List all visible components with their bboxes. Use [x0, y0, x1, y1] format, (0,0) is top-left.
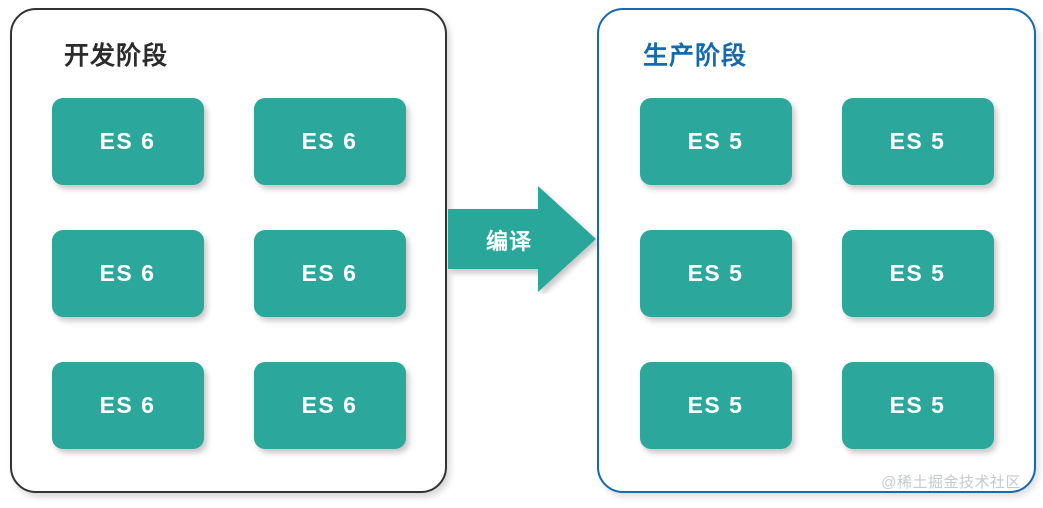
production-card-grid: ES 5 ES 5 ES 5 ES 5 ES 5 ES 5: [599, 98, 1034, 449]
production-phase-panel: 生产阶段 ES 5 ES 5 ES 5 ES 5 ES 5 ES 5: [597, 8, 1036, 493]
development-phase-panel: 开发阶段 ES 6 ES 6 ES 6 ES 6 ES 6 ES 6: [10, 8, 447, 493]
watermark: @稀土掘金技术社区: [881, 474, 1021, 491]
es6-card: ES 6: [51, 362, 204, 449]
es5-card: ES 5: [639, 362, 792, 449]
es6-card: ES 6: [51, 230, 204, 317]
es5-card: ES 5: [841, 230, 994, 317]
production-phase-title: 生产阶段: [643, 42, 748, 70]
es5-card: ES 5: [639, 98, 792, 185]
es6-card: ES 6: [51, 98, 204, 185]
es6-card: ES 6: [253, 230, 406, 317]
compile-arrow: 编译: [448, 184, 598, 294]
es5-card: ES 5: [639, 230, 792, 317]
es6-card: ES 6: [253, 362, 406, 449]
es6-card: ES 6: [253, 98, 406, 185]
es5-card: ES 5: [841, 362, 994, 449]
arrow-right-icon: [448, 186, 596, 292]
development-card-grid: ES 6 ES 6 ES 6 ES 6 ES 6 ES 6: [12, 98, 445, 449]
es5-card: ES 5: [841, 98, 994, 185]
development-phase-title: 开发阶段: [64, 42, 169, 70]
